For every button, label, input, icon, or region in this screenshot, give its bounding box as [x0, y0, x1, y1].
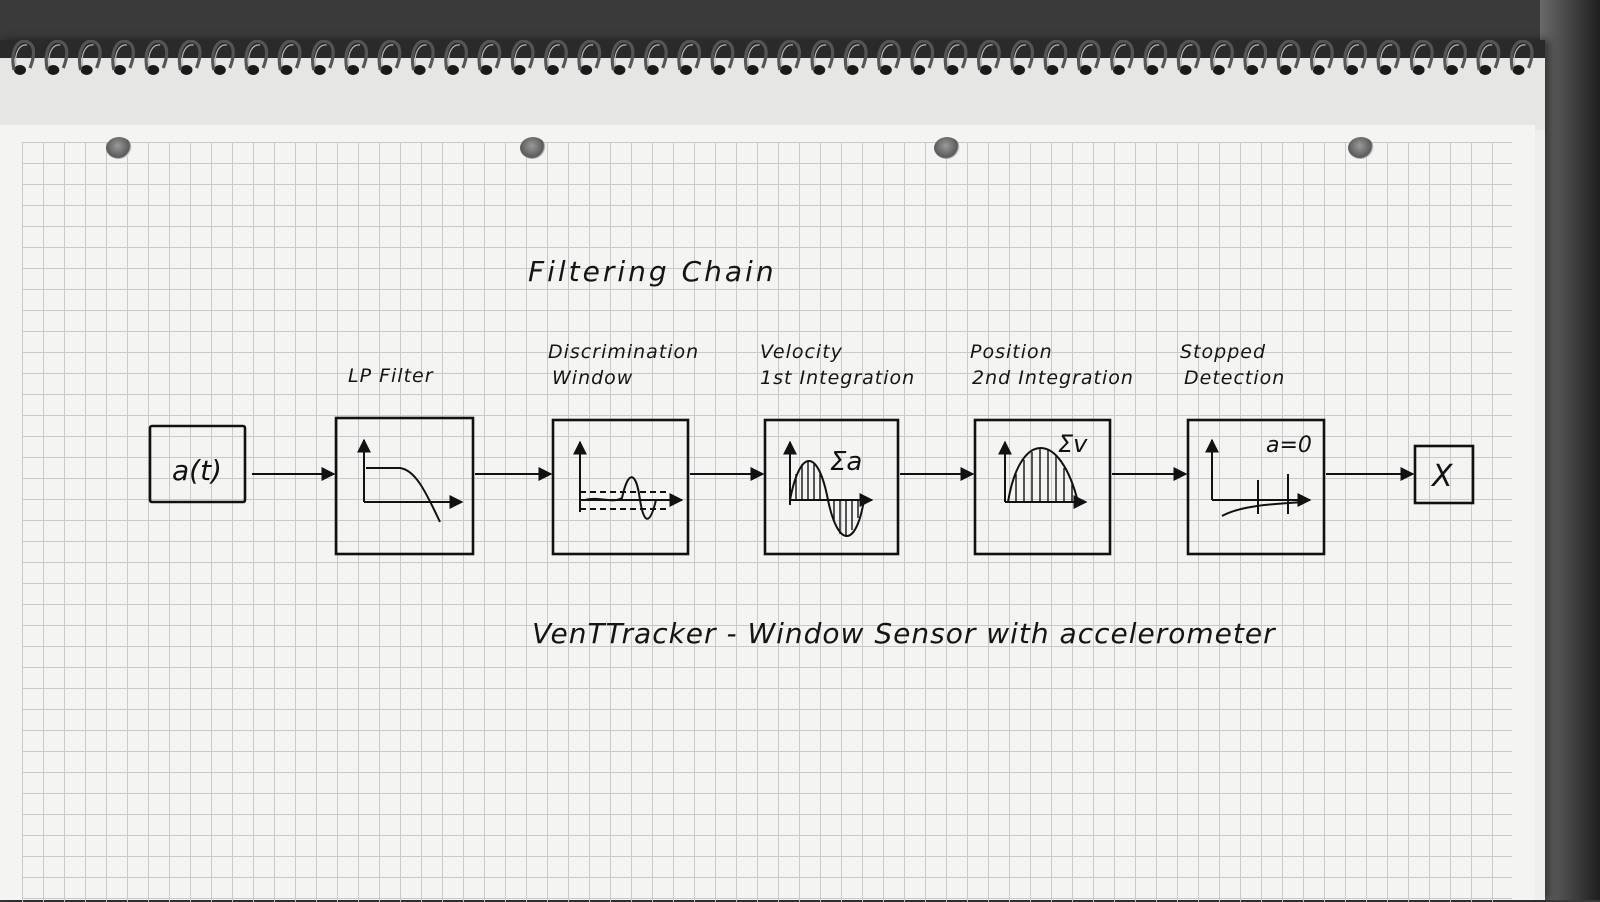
position-block: Σv	[973, 418, 1112, 556]
block-label-velocity-1: Velocity	[760, 341, 843, 363]
block-label-stopped-1: Stopped	[1180, 341, 1267, 363]
input-label: a(t)	[172, 454, 222, 487]
punch-hole	[520, 137, 546, 159]
sum-velocity-symbol: Σv	[1058, 430, 1088, 458]
block-label-discrimination-2: Window	[552, 367, 634, 389]
acceleration-wave-icon	[789, 460, 865, 537]
block-label-velocity-2: 1st Integration	[760, 367, 916, 389]
diagram-caption: VenTTracker - Window Sensor with acceler…	[532, 617, 1276, 650]
output-label: X	[1430, 459, 1454, 494]
input-block: a(t)	[148, 424, 247, 504]
diagram-title: Filtering Chain	[528, 255, 777, 288]
stopped-detection-block: a=0	[1186, 418, 1326, 556]
velocity-block: Σa	[763, 418, 900, 556]
integration-hatch-icon	[795, 462, 859, 536]
block-label-discrimination-1: Discrimination	[548, 341, 700, 363]
lp-filter-block	[334, 416, 475, 556]
spiral-binding	[0, 40, 1545, 130]
block-label-position-1: Position	[970, 341, 1053, 363]
integration-hatch-icon	[1015, 449, 1073, 502]
punch-hole	[1348, 137, 1374, 159]
zero-acceleration-symbol: a=0	[1266, 433, 1312, 458]
block-label-position-2: 2nd Integration	[972, 367, 1134, 389]
discrimination-window-block	[551, 418, 690, 556]
block-label-lp-filter: LP Filter	[348, 365, 434, 387]
output-block: X	[1413, 444, 1475, 505]
decay-curve-icon	[1221, 501, 1305, 517]
sum-acceleration-symbol: Σa	[830, 447, 862, 477]
lowpass-curve-icon	[366, 467, 441, 523]
desk-background	[1540, 0, 1600, 900]
velocity-curve-icon	[1007, 447, 1079, 503]
signal-wave-icon	[584, 476, 668, 520]
block-label-stopped-2: Detection	[1184, 367, 1286, 389]
punch-hole	[934, 137, 960, 159]
punch-hole	[106, 137, 132, 159]
grid-paper	[22, 142, 1512, 902]
